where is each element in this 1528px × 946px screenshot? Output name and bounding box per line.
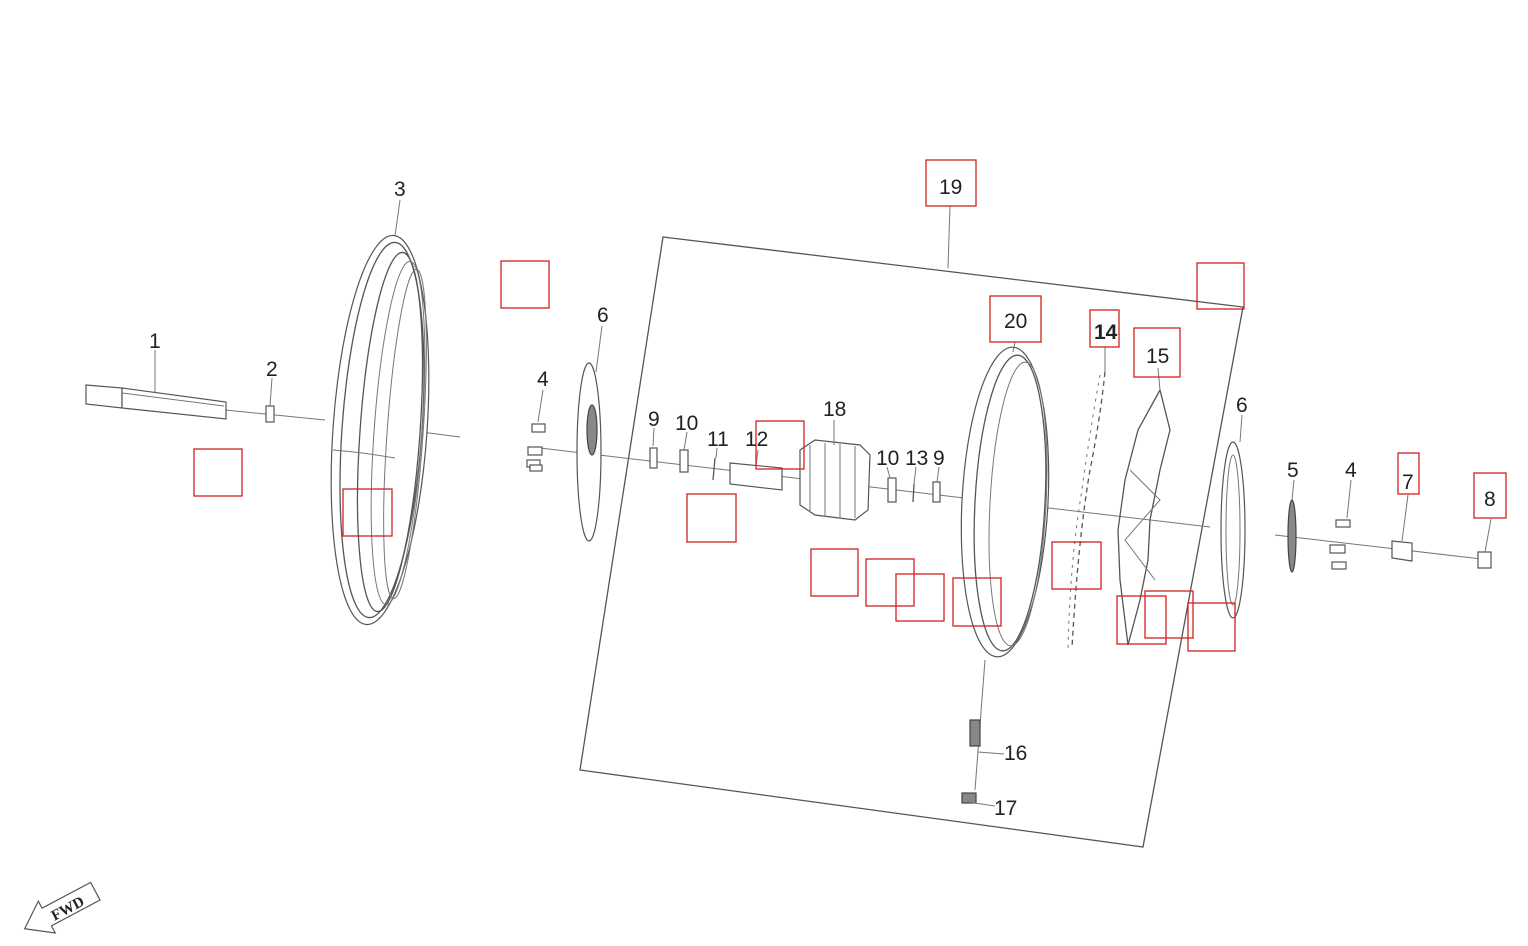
hub-part bbox=[799, 439, 871, 521]
sleeve-part bbox=[729, 462, 783, 491]
tire-part bbox=[330, 234, 430, 626]
callout-14: 14 bbox=[1094, 321, 1118, 344]
callout-16: 16 bbox=[1004, 742, 1027, 765]
callout-4-left: 4 bbox=[537, 368, 549, 391]
callout-18: 18 bbox=[823, 398, 846, 421]
spacer-part-10-right bbox=[887, 477, 897, 503]
valve-cap-part-17 bbox=[961, 792, 977, 804]
callout-7: 7 bbox=[1402, 471, 1414, 494]
spacer-part-9-left bbox=[649, 447, 658, 469]
bolt-set-left bbox=[526, 423, 546, 472]
callout-12: 12 bbox=[745, 428, 768, 451]
callout-6-left: 6 bbox=[597, 304, 609, 327]
callout-labels: 1 2 3 4 6 9 10 11 12 18 10 13 9 19 20 14… bbox=[149, 176, 1496, 820]
callout-17: 17 bbox=[994, 797, 1017, 820]
collar-part-7 bbox=[1391, 540, 1413, 562]
spacer-part-10-left bbox=[679, 449, 689, 473]
callout-9-left: 9 bbox=[648, 408, 660, 431]
callout-4-right: 4 bbox=[1345, 459, 1357, 482]
rim-part bbox=[960, 346, 1050, 658]
callout-8: 8 bbox=[1484, 488, 1496, 511]
valve-part-16 bbox=[969, 719, 981, 747]
axis-line-right bbox=[1274, 534, 1491, 561]
callout-3: 3 bbox=[394, 178, 406, 201]
brake-disc-right bbox=[1220, 441, 1246, 619]
nut-part-8 bbox=[1477, 551, 1492, 569]
callout-15: 15 bbox=[1146, 345, 1169, 368]
callout-5: 5 bbox=[1287, 459, 1299, 482]
ring-part-11 bbox=[712, 457, 716, 481]
spacer-part-9-right bbox=[932, 481, 941, 503]
ring-part-13 bbox=[912, 483, 915, 503]
callout-1: 1 bbox=[149, 330, 161, 353]
spoke-set-part bbox=[1071, 371, 1106, 649]
highlight-boxes bbox=[193, 159, 1507, 652]
sprocket-part bbox=[1117, 389, 1171, 646]
callout-10-right: 10 bbox=[876, 447, 899, 470]
callout-11: 11 bbox=[707, 428, 729, 451]
brake-disc-left bbox=[576, 362, 602, 542]
disc-part-5 bbox=[1287, 499, 1297, 573]
callout-19: 19 bbox=[939, 176, 962, 199]
axle-part bbox=[85, 384, 227, 420]
callout-2: 2 bbox=[266, 358, 278, 381]
callout-20: 20 bbox=[1004, 310, 1027, 333]
axis-line-left bbox=[224, 409, 326, 421]
callout-9-right: 9 bbox=[933, 447, 945, 470]
callout-13: 13 bbox=[905, 447, 928, 470]
callout-10-left: 10 bbox=[675, 412, 698, 435]
assembly-frame bbox=[579, 236, 1244, 848]
callout-6-right: 6 bbox=[1236, 394, 1248, 417]
fwd-arrow: FWD bbox=[23, 881, 101, 934]
axis-line-center bbox=[539, 447, 1211, 528]
collar-part bbox=[265, 405, 275, 423]
bolt-set-right bbox=[1329, 519, 1351, 570]
leader-lines bbox=[154, 199, 1492, 807]
